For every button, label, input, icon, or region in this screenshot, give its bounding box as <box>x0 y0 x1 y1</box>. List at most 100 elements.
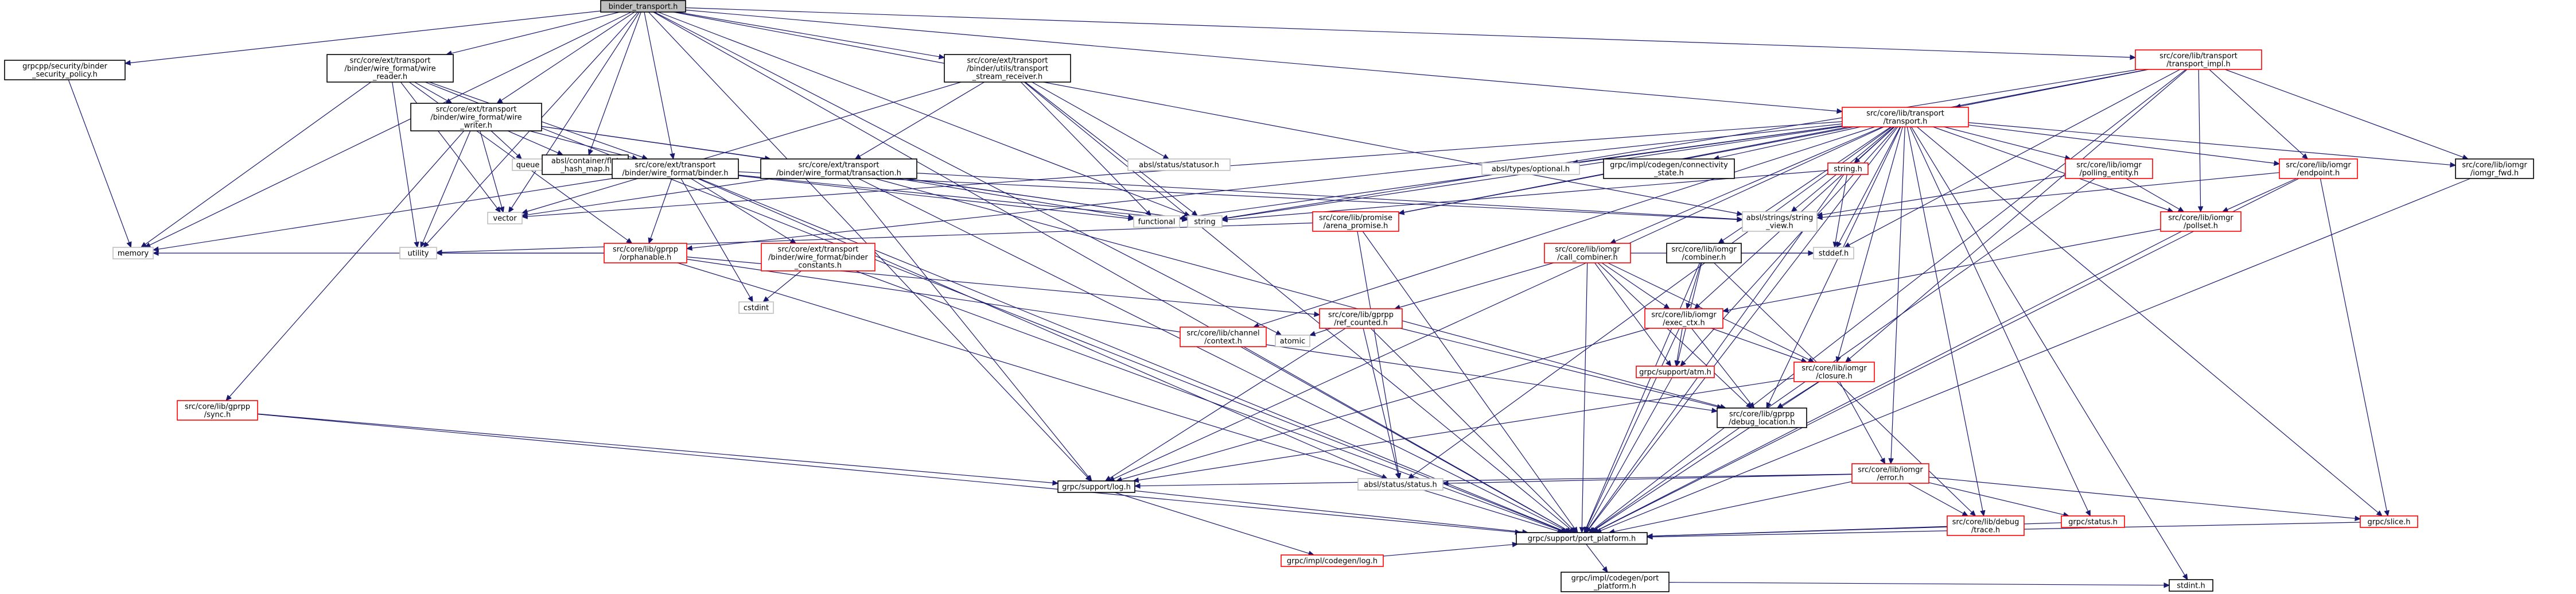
node-sv[interactable]: absl/strings/string_view.h <box>1742 211 1818 232</box>
arrowhead-icon <box>1674 360 1680 367</box>
edge-line <box>650 178 672 239</box>
node-timpl[interactable]: src/core/lib/transport/transport_impl.h <box>2135 49 2262 70</box>
node-box <box>1827 162 1869 175</box>
node-slice[interactable]: grpc/slice.h <box>2360 515 2418 528</box>
node-trace[interactable]: src/core/lib/debug/trace.h <box>1947 515 2025 536</box>
node-str[interactable]: string <box>1187 215 1223 228</box>
node-vec[interactable]: vector <box>487 212 523 224</box>
node-label: src/core/lib/iomgr <box>2286 161 2351 170</box>
node-cpp[interactable]: grpc/impl/codegen/port_platform.h <box>1561 572 1670 592</box>
arrowhead-icon <box>2130 55 2137 60</box>
edge-bconst-to-pp <box>855 270 1567 534</box>
edge-line <box>644 11 673 154</box>
node-pp[interactable]: grpc/support/port_platform.h <box>1516 532 1648 545</box>
edge-arena-to-stat <box>1357 231 1402 480</box>
edge-line <box>2198 69 2201 207</box>
edge-line <box>858 178 1566 531</box>
edge-poll-to-pp <box>1589 178 2096 533</box>
node-err[interactable]: src/core/lib/iomgr/error.h <box>1851 463 1929 484</box>
edge-line <box>1906 126 1983 511</box>
edge-pset-to-exec <box>1722 228 2161 313</box>
node-bnd[interactable]: src/core/ext/transport/binder/wire_forma… <box>612 158 739 179</box>
edge-line <box>874 178 1721 407</box>
node-fwd[interactable]: src/core/lib/iomgr/iomgr_fwd.h <box>2455 158 2534 179</box>
node-atm[interactable]: grpc/support/atm.h <box>1636 366 1715 378</box>
node-box <box>326 54 454 83</box>
arrowhead-icon <box>140 242 147 248</box>
node-endp[interactable]: src/core/lib/iomgr/endpoint.h <box>2279 158 2358 179</box>
node-bconst[interactable]: src/core/ext/transport/binder/wire_forma… <box>761 243 875 271</box>
node-gstat[interactable]: grpc/status.h <box>2061 515 2125 528</box>
node-label: _stream_receiver.h <box>972 73 1043 81</box>
edge-line <box>1822 172 2280 218</box>
node-pset[interactable]: src/core/lib/iomgr/pollset.h <box>2160 211 2242 232</box>
edge-line <box>676 11 940 57</box>
node-util[interactable]: utility <box>399 247 437 259</box>
node-trn[interactable]: src/core/ext/transport/binder/wire_forma… <box>760 158 917 179</box>
node-box <box>2279 158 2358 179</box>
node-func[interactable]: functional <box>1133 215 1180 228</box>
node-cstd[interactable]: cstdint <box>738 301 774 314</box>
node-stdint[interactable]: stdint.h <box>2169 579 2213 592</box>
node-sec[interactable]: grpcpp/security/binder_security_policy.h <box>4 60 126 80</box>
node-clog[interactable]: grpc/impl/codegen/log.h <box>1281 554 1384 567</box>
node-tr[interactable]: src/core/lib/transport/transport.h <box>1842 107 1969 127</box>
node-label: absl/status/statusor.h <box>1139 161 1219 170</box>
node-wfw[interactable]: src/core/ext/transport/binder/wire_forma… <box>410 103 542 131</box>
node-box <box>1312 211 1399 232</box>
node-sync[interactable]: src/core/lib/gprpp/sync.h <box>177 400 258 421</box>
node-conn[interactable]: grpc/impl/codegen/connectivity_state.h <box>1603 158 1735 179</box>
node-exec[interactable]: src/core/lib/iomgr/exec_ctx.h <box>1644 308 1723 329</box>
edge-clos-to-err <box>1839 381 1886 465</box>
node-usr[interactable]: src/core/ext/transport/binder/utils/tran… <box>944 54 1071 83</box>
arrowhead-icon <box>1309 331 1316 336</box>
node-label: src/core/ext/transport <box>350 57 431 65</box>
edge-callc-to-ref <box>1394 262 1554 310</box>
edge-line <box>691 178 792 241</box>
node-label: src/core/lib/iomgr <box>1801 364 1867 373</box>
arrowhead-icon <box>2376 510 2383 517</box>
edge-err-to-pp <box>1608 481 1853 534</box>
node-orph[interactable]: src/core/lib/gprpp/orphanable.h <box>604 243 687 263</box>
node-dbg[interactable]: src/core/lib/gprpp/debug_location.h <box>1717 407 1807 428</box>
arrowhead-icon <box>414 241 419 249</box>
edge-line <box>1614 481 1853 532</box>
node-label: grpc/support/port_platform.h <box>1528 535 1636 543</box>
node-label: src/core/lib/iomgr <box>2462 161 2527 170</box>
edge-tr-to-poll <box>1943 126 2072 161</box>
node-poll[interactable]: src/core/lib/iomgr/polling_entity.h <box>2065 158 2153 179</box>
node-stat[interactable]: absl/status/status.h <box>1357 478 1443 491</box>
node-strh[interactable]: string.h <box>1827 162 1869 175</box>
node-atom[interactable]: atomic <box>1275 335 1310 347</box>
edge-log-to-clog <box>1114 492 1315 556</box>
node-callc[interactable]: src/core/lib/iomgr/call_combiner.h <box>1544 243 1631 263</box>
arrowhead-icon <box>1572 526 1578 534</box>
node-label: grpc/impl/codegen/port <box>1571 574 1659 583</box>
edge-line <box>1032 81 1165 157</box>
node-ref[interactable]: src/core/lib/gprpp/ref_counted.h <box>1319 308 1403 329</box>
node-arena[interactable]: src/core/lib/promise/arena_promise.h <box>1312 211 1399 232</box>
node-mem[interactable]: memory <box>112 247 154 259</box>
node-stddef[interactable]: stddef.h <box>1813 247 1854 259</box>
node-root[interactable]: binder_transport.h <box>600 0 686 13</box>
node-chctx[interactable]: src/core/lib/channel/context.h <box>1180 327 1267 347</box>
node-box <box>1636 366 1715 378</box>
node-box <box>2135 49 2262 70</box>
edge-clog-to-pp <box>1383 542 1519 557</box>
arrowhead-icon <box>1275 330 1282 336</box>
edge-line <box>2126 178 2180 210</box>
node-qu[interactable]: queue <box>512 158 544 171</box>
node-opt[interactable]: absl/types/optional.h <box>1481 162 1580 175</box>
node-wfr[interactable]: src/core/ext/transport/binder/wire_forma… <box>326 54 454 83</box>
node-log[interactable]: grpc/support/log.h <box>1057 480 1135 493</box>
edge-root-to-sec <box>124 10 601 66</box>
edge-line <box>491 130 518 156</box>
node-stor[interactable]: absl/status/statusor.h <box>1127 158 1231 171</box>
edge-endp-to-sv <box>1816 172 2280 220</box>
node-label: /exec_ctx.h <box>1663 319 1705 328</box>
edge-line <box>2320 178 2387 511</box>
node-comb[interactable]: src/core/lib/iomgr/combiner.h <box>1666 243 1742 263</box>
edge-line <box>511 11 640 208</box>
arrowhead-icon <box>152 250 159 256</box>
node-clos[interactable]: src/core/lib/iomgr/closure.h <box>1793 362 1875 382</box>
